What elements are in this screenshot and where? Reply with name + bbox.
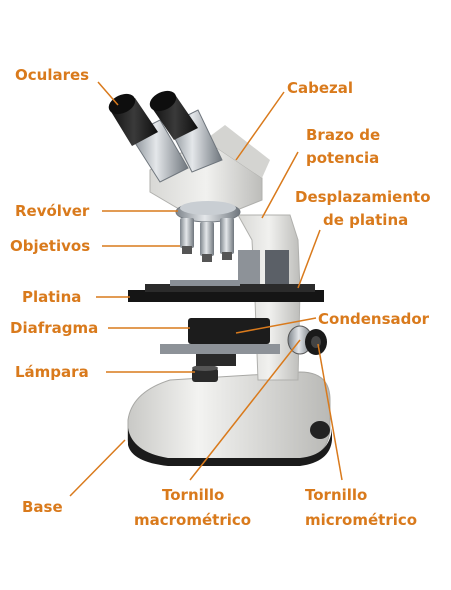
leader-micrometrico — [317, 343, 343, 481]
label-macrometrico-line1: Tornillo — [162, 486, 224, 504]
label-oculares: Oculares — [15, 66, 89, 84]
stage-drive-block — [265, 250, 289, 290]
label-micrometrico-line2: micrométrico — [305, 511, 417, 529]
label-cabezal: Cabezal — [287, 79, 353, 97]
condenser — [160, 318, 280, 366]
micro-knob-lower — [310, 421, 330, 439]
label-objetivos: Objetivos — [10, 237, 90, 255]
microscope-base — [127, 371, 331, 463]
label-micrometrico-line1: Tornillo — [305, 486, 367, 504]
eyepieces — [108, 90, 223, 183]
leader-brazo — [261, 151, 299, 219]
leader-lines — [69, 81, 343, 497]
label-condensador: Condensador — [318, 310, 430, 328]
label-diafragma: Diafragma — [10, 319, 98, 337]
label-revolver: Revólver — [15, 202, 90, 220]
label-desplazamiento-line1: Desplazamiento — [295, 188, 431, 206]
label-brazo-line2: potencia — [306, 149, 379, 167]
lamp-housing — [192, 368, 218, 382]
label-base: Base — [22, 498, 63, 516]
leader-condensador — [235, 317, 317, 334]
label-platina: Platina — [22, 288, 81, 306]
microscope-illustration — [108, 90, 332, 466]
focus-knobs — [287, 325, 327, 355]
leader-oculares — [97, 81, 119, 106]
leader-macrometrico — [189, 339, 301, 481]
label-lampara: Lámpara — [15, 363, 89, 381]
objectives — [180, 218, 234, 262]
label-desplazamiento-line2: de platina — [323, 211, 408, 229]
label-macrometrico-line2: macrométrico — [134, 511, 251, 529]
label-brazo-line1: Brazo de — [306, 126, 380, 144]
leader-desplazamiento — [297, 229, 321, 289]
microscope-base-bottom — [128, 428, 332, 466]
leader-cabezal — [235, 91, 285, 161]
leader-base — [69, 439, 126, 497]
stage — [128, 280, 324, 302]
